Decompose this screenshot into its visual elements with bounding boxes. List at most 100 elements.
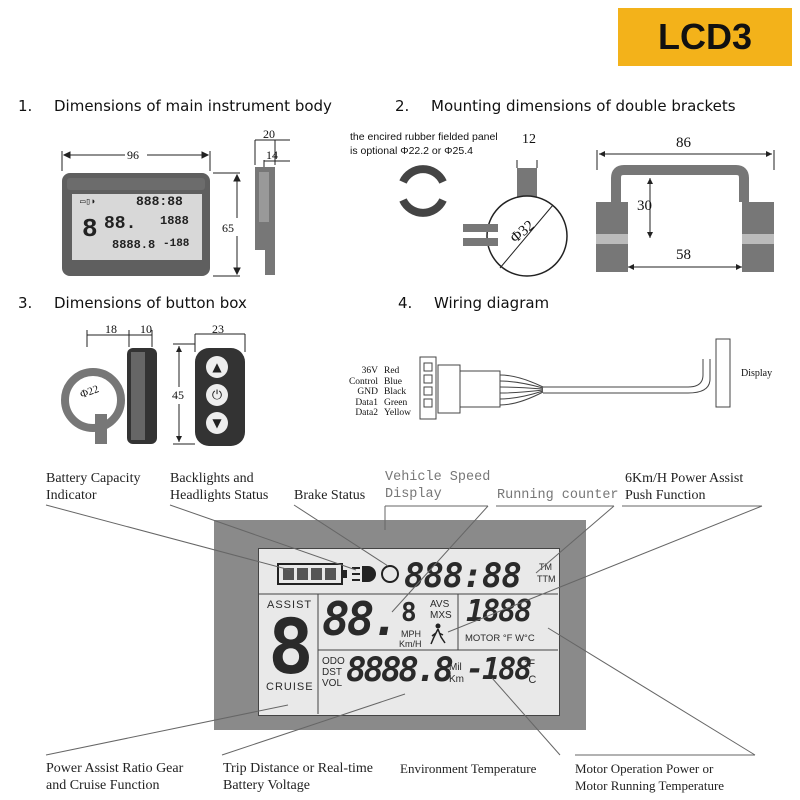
lcd-mxs: MXS <box>430 610 452 621</box>
body-depth-inner-label: 14 <box>266 148 278 162</box>
lcd-ttm: TTM <box>537 574 556 584</box>
annotation-trip: Trip Distance or Real-time Battery Volta… <box>223 760 373 794</box>
annotation-assist-gear: Power Assist Ratio Gear and Cruise Funct… <box>46 760 183 794</box>
signal-gnd: GND <box>357 387 378 397</box>
lcd-distance: 8888.8 <box>346 650 454 690</box>
lcd-cruise-label: CRUISE <box>266 681 314 693</box>
annotation-assist-gear-line1: Power Assist Ratio Gear <box>46 761 184 776</box>
bracket-clamp-width-label: 12 <box>522 132 536 147</box>
lcd-gear-digit: 8 <box>268 602 314 691</box>
wire-color-red: Red <box>384 366 400 376</box>
wiring-harness-drawing <box>419 338 731 420</box>
lcd-screen <box>258 548 560 716</box>
power-button[interactable]: ⏻ <box>206 384 228 406</box>
section-4-title: Wiring diagram <box>434 294 550 312</box>
section-3-heading: 3. Dimensions of button box <box>18 294 247 312</box>
small-lcd-speed: 88. <box>104 214 137 234</box>
lcd-odo: ODO <box>322 656 345 667</box>
double-bracket-drawing <box>596 150 775 272</box>
annotation-backlights: Backlights and Headlights Status <box>170 470 268 504</box>
lcd-clock: 888:88 <box>404 556 522 596</box>
lcd-vol: VOL <box>322 678 343 689</box>
wire-color-blue: Blue <box>384 376 402 387</box>
lcd-motor-units: MOTOR °F W°C <box>465 633 535 644</box>
small-lcd-battery: ▭▯◗ <box>80 197 97 207</box>
lcd-kmh: Km/H <box>399 639 422 649</box>
wire-color-black: Black <box>384 387 407 397</box>
annotation-assist-gear-line2: and Cruise Function <box>46 778 160 793</box>
lcd-temperature: -188 <box>466 652 532 687</box>
bracket-top-width-label: 86 <box>676 135 691 151</box>
wire-color-green: Green <box>384 397 408 408</box>
lcd-avs: AVS <box>430 599 450 610</box>
lcd-segments-drawing <box>258 563 558 714</box>
section-3-title: Dimensions of button box <box>54 294 247 312</box>
annotation-push: 6Km/H Power Assist Push Function <box>625 470 743 504</box>
lcd-mil: Mil <box>449 662 462 673</box>
lcd-speed: 88. <box>322 592 399 646</box>
bracket-clamp-drawing <box>399 160 568 277</box>
button-clamp-width-label: 18 <box>105 322 117 336</box>
body-height-label: 65 <box>222 221 234 235</box>
annotation-trip-line1: Trip Distance or Real-time <box>223 761 373 776</box>
bracket-note-line1: the encired rubber fielded panel <box>350 131 498 143</box>
annotation-speed: Vehicle Speed Display <box>385 469 490 503</box>
button-box-height-label: 45 <box>172 388 184 402</box>
small-lcd-temp: -188 <box>163 238 190 250</box>
annotation-motor: Motor Operation Power or Motor Running T… <box>575 760 724 794</box>
section-2-number: 2. <box>395 97 410 115</box>
small-lcd-distance: 8888.8 <box>112 238 156 252</box>
annotation-battery-line1: Battery Capacity <box>46 471 141 486</box>
annotation-battery: Battery Capacity Indicator <box>46 470 140 504</box>
bracket-bottom-width-label: 58 <box>676 247 691 263</box>
annotation-battery-line2: Indicator <box>46 488 97 503</box>
wiring-display-label: Display <box>741 368 773 379</box>
down-button[interactable]: ▼ <box>206 412 228 434</box>
lcd-speed-small-digit: 8 <box>401 598 417 628</box>
small-lcd-clock: 888:88 <box>136 194 183 209</box>
section-4-heading: 4. Wiring diagram <box>398 294 549 312</box>
section-2-heading: 2. Mounting dimensions of double brackets <box>395 97 736 115</box>
signal-data2: Data2 <box>355 408 378 418</box>
annotation-backlights-line2: Headlights Status <box>170 488 269 503</box>
small-lcd-power: 1888 <box>160 214 189 228</box>
down-arrow-icon: ▼ <box>212 416 222 430</box>
section-2-title: Mounting dimensions of double brackets <box>431 97 736 115</box>
power-icon: ⏻ <box>211 387 223 403</box>
annotation-motor-line2: Motor Running Temperature <box>575 778 725 793</box>
annotation-trip-line2: Battery Voltage <box>223 778 310 793</box>
annotation-backlights-line1: Backlights and <box>170 471 254 486</box>
signal-data1: Data1 <box>355 397 378 408</box>
body-width-label: 96 <box>127 148 139 162</box>
lcd-dst: DST <box>322 667 342 678</box>
annotation-speed-line1: Vehicle Speed <box>385 470 491 485</box>
bracket-note-line2: is optional Φ22.2 or Φ25.4 <box>350 145 473 157</box>
small-lcd-gear: 8 <box>82 214 98 244</box>
lcd3-badge: LCD3 <box>618 8 792 66</box>
annotation-push-line1: 6Km/H Power Assist <box>625 471 744 486</box>
bracket-note: the encired rubber fielded panel is opti… <box>350 130 498 158</box>
lcd-tm: TM <box>539 562 552 572</box>
up-arrow-icon: ▲ <box>212 360 222 374</box>
lcd-km: Km <box>449 674 464 685</box>
up-button[interactable]: ▲ <box>206 356 228 378</box>
annotation-speed-line2: Display <box>385 487 442 502</box>
section-1-heading: 1. Dimensions of main instrument body <box>18 97 332 115</box>
section-1-title: Dimensions of main instrument body <box>54 97 332 115</box>
signal-36v: 36V <box>361 366 378 376</box>
annotation-running-counter: Running counter <box>497 488 619 503</box>
button-box-depth-label: 10 <box>140 322 152 336</box>
lcd-assist-label: ASSIST <box>267 599 313 611</box>
annotation-push-line2: Push Function <box>625 488 706 503</box>
section-1-number: 1. <box>18 97 33 115</box>
section-3-number: 3. <box>18 294 33 312</box>
section-4-number: 4. <box>398 294 413 312</box>
annotation-env-temp: Environment Temperature <box>400 761 537 776</box>
wiring-color-list: Red Blue Black Green Yellow <box>384 366 411 419</box>
annotation-motor-line1: Motor Operation Power or <box>575 761 714 776</box>
wiring-signal-list: 36V Control GND Data1 Data2 <box>336 366 378 419</box>
body-depth-label: 20 <box>263 127 275 141</box>
annotation-brake: Brake Status <box>294 488 366 503</box>
